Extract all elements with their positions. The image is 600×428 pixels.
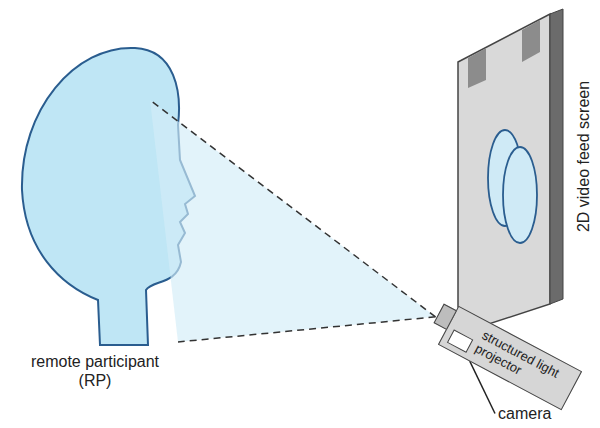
light-cone (150, 100, 435, 342)
cone-edge (150, 100, 435, 317)
screen-tab (468, 48, 486, 88)
screen-label: 2D video feed screen (574, 26, 593, 286)
projector-lens (433, 304, 457, 330)
screen-tab (522, 20, 540, 62)
screen-side (550, 9, 563, 304)
projector-box: structured light projector (438, 306, 582, 411)
camera-label: camera (498, 404, 551, 423)
cone-edge (178, 317, 435, 342)
camera-box (447, 329, 473, 353)
participant-label: remote participant (RP) (15, 352, 175, 390)
projector-label: structured light projector (473, 327, 572, 399)
video-face (503, 147, 537, 243)
screen-front (458, 14, 550, 334)
